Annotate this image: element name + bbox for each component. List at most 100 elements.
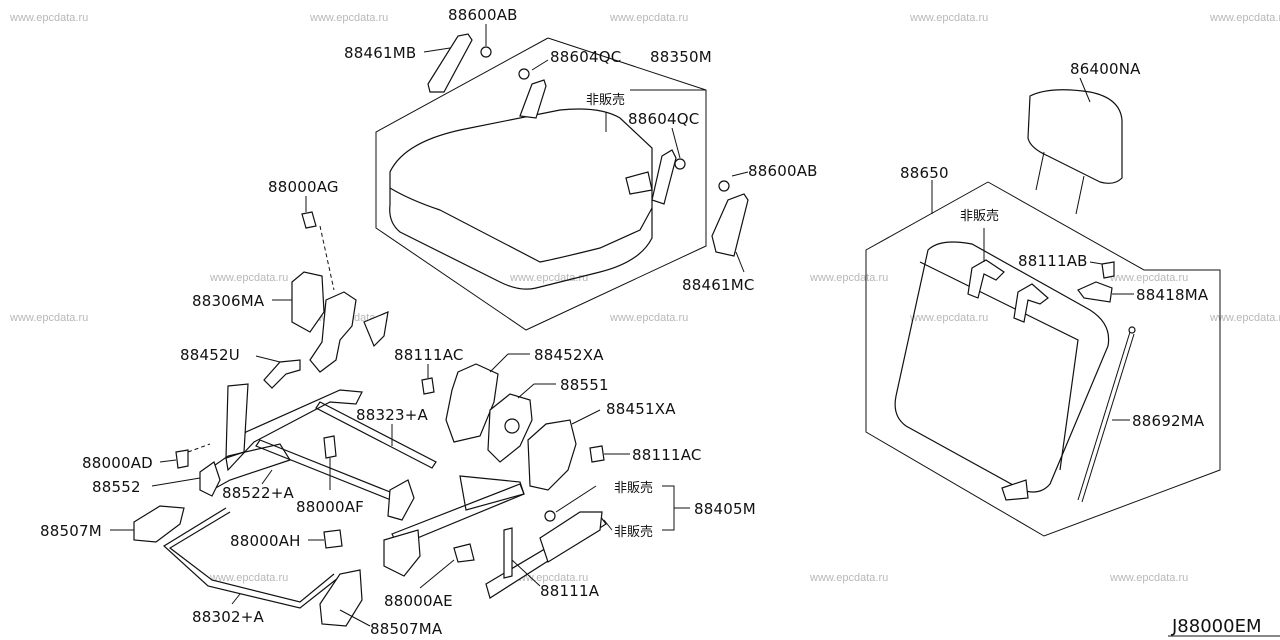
- cover-88452XA: [445, 363, 499, 443]
- leader-88604QC-right: [671, 127, 681, 159]
- label-88111AC-left: 88111AC: [394, 346, 464, 364]
- cover-88451XA: [527, 419, 577, 491]
- seatback-inner-edge: [919, 261, 1079, 471]
- rail-end-bracket: [383, 529, 421, 577]
- label-88323A: 88323+A: [356, 406, 428, 424]
- label-88604QC-top: 88604QC: [550, 48, 621, 66]
- clip-88418MA: [1077, 281, 1113, 303]
- leader-88452XA: [489, 353, 509, 373]
- bolt-88600AB-top: [480, 46, 492, 58]
- label-88507M: 88507M: [40, 522, 102, 540]
- watermark: www.epcdata.ru: [209, 272, 288, 284]
- bar-88302A: [168, 511, 335, 603]
- leader-88111A: [511, 559, 541, 587]
- rod-88692MA: [1077, 331, 1131, 501]
- seat-cushion: [389, 108, 653, 290]
- recliner-mechanism: [309, 291, 357, 373]
- watermark: www.epcdata.ru: [1109, 272, 1188, 284]
- label-88000AG: 88000AG: [268, 178, 339, 196]
- leader-not-for-sale-1: [555, 485, 597, 513]
- bolt-88111AC-right: [589, 445, 605, 463]
- part-88552: [199, 461, 221, 497]
- leader-88111AB: [1089, 261, 1103, 265]
- label-88522A: 88522+A: [222, 484, 294, 502]
- label-88507MA: 88507MA: [370, 620, 443, 638]
- leader-88604QC-top: [531, 59, 549, 71]
- watermark-layer: www.epcdata.ru www.epcdata.ru www.epcdat…: [9, 12, 1280, 584]
- strap-88461MC: [711, 193, 749, 257]
- watermark: www.epcdata.ru: [809, 272, 888, 284]
- label-88604QC-right: 88604QC: [628, 110, 699, 128]
- leader-88507MA: [339, 609, 371, 627]
- watermark: www.epcdata.ru: [309, 12, 388, 24]
- label-88461MB: 88461MB: [344, 44, 416, 62]
- label-88302A: 88302+A: [192, 608, 264, 626]
- seat-cushion-group: [375, 24, 749, 331]
- label-88418MA: 88418MA: [1136, 286, 1209, 304]
- bolt-88600AB-right: [718, 180, 730, 192]
- leader-88451XA: [571, 409, 601, 425]
- recliner-88551: [487, 393, 533, 463]
- bolt-88000AG: [301, 211, 317, 229]
- rod-88692MA-outline: [1081, 333, 1135, 503]
- leader-88522A: [261, 469, 273, 485]
- headrest-stay-right: [1075, 175, 1085, 215]
- label-88451XA: 88451XA: [606, 400, 676, 418]
- label-not-for-sale-back: 非販売: [960, 208, 999, 224]
- bracket-88405M: [662, 485, 675, 531]
- recliner-88551-hub: [504, 418, 520, 434]
- label-layer: 88600AB 88461MB 88604QC 88350M 非販売 88604…: [40, 6, 1209, 638]
- bolt-88000AE: [453, 543, 475, 563]
- seat-back-group: [865, 77, 1221, 537]
- seatback-bounding-box: [865, 181, 1221, 537]
- label-88650: 88650: [900, 164, 949, 182]
- watermark: www.epcdata.ru: [1109, 572, 1188, 584]
- watermark: www.epcdata.ru: [909, 312, 988, 324]
- leader-88552: [151, 477, 201, 487]
- watermark: www.epcdata.ru: [9, 312, 88, 324]
- bracket-88452U: [263, 359, 301, 389]
- screw-88111AB: [1101, 261, 1115, 279]
- dash-88000AD: [187, 443, 211, 453]
- label-not-for-sale-1: 非販売: [614, 480, 653, 496]
- headrest-stay-left: [1035, 151, 1045, 191]
- strap-88461MB: [427, 33, 473, 93]
- side-bracket: [225, 383, 249, 459]
- screw-88111A: [503, 527, 513, 579]
- rail-upper-bracket: [387, 479, 415, 521]
- label-88692MA: 88692MA: [1132, 412, 1205, 430]
- cushion-hook-right: [651, 149, 677, 205]
- seatback-hook-left: [967, 259, 1005, 299]
- leader-88000AE: [419, 559, 455, 589]
- screw-88405M: [544, 510, 556, 522]
- trim-piece: [363, 311, 389, 348]
- label-88350M: 88350M: [650, 48, 712, 66]
- label-88452U: 88452U: [180, 346, 240, 364]
- label-not-for-sale-cushion: 非販売: [586, 92, 625, 108]
- dash-88000AG: [319, 225, 335, 291]
- watermark: www.epcdata.ru: [9, 12, 88, 24]
- bolt-88000AD: [175, 449, 189, 469]
- label-not-for-sale-2: 非販売: [614, 524, 653, 540]
- label-88111AB: 88111AB: [1018, 252, 1088, 270]
- torsion-bar-88323A: [315, 401, 437, 469]
- end-cap-88507MA: [319, 569, 363, 627]
- watermark: www.epcdata.ru: [609, 312, 688, 324]
- label-88111AC-right: 88111AC: [632, 446, 702, 464]
- bolt-88000AF: [323, 435, 337, 459]
- watermark: www.epcdata.ru: [609, 12, 688, 24]
- seat-cushion-edge: [389, 187, 653, 263]
- leader-86400NA: [1079, 77, 1091, 103]
- nut-88604QC-top: [518, 68, 530, 80]
- label-88452XA: 88452XA: [534, 346, 604, 364]
- label-88461MC: 88461MC: [682, 276, 755, 294]
- leader-88452U: [255, 355, 281, 363]
- label-88306MA: 88306MA: [192, 292, 265, 310]
- leader-88461MC: [735, 251, 745, 273]
- rod-88692MA-end: [1128, 326, 1136, 334]
- watermark: www.epcdata.ru: [909, 12, 988, 24]
- label-88405M: 88405M: [694, 500, 756, 518]
- diagram-code: J88000EM: [1171, 616, 1261, 637]
